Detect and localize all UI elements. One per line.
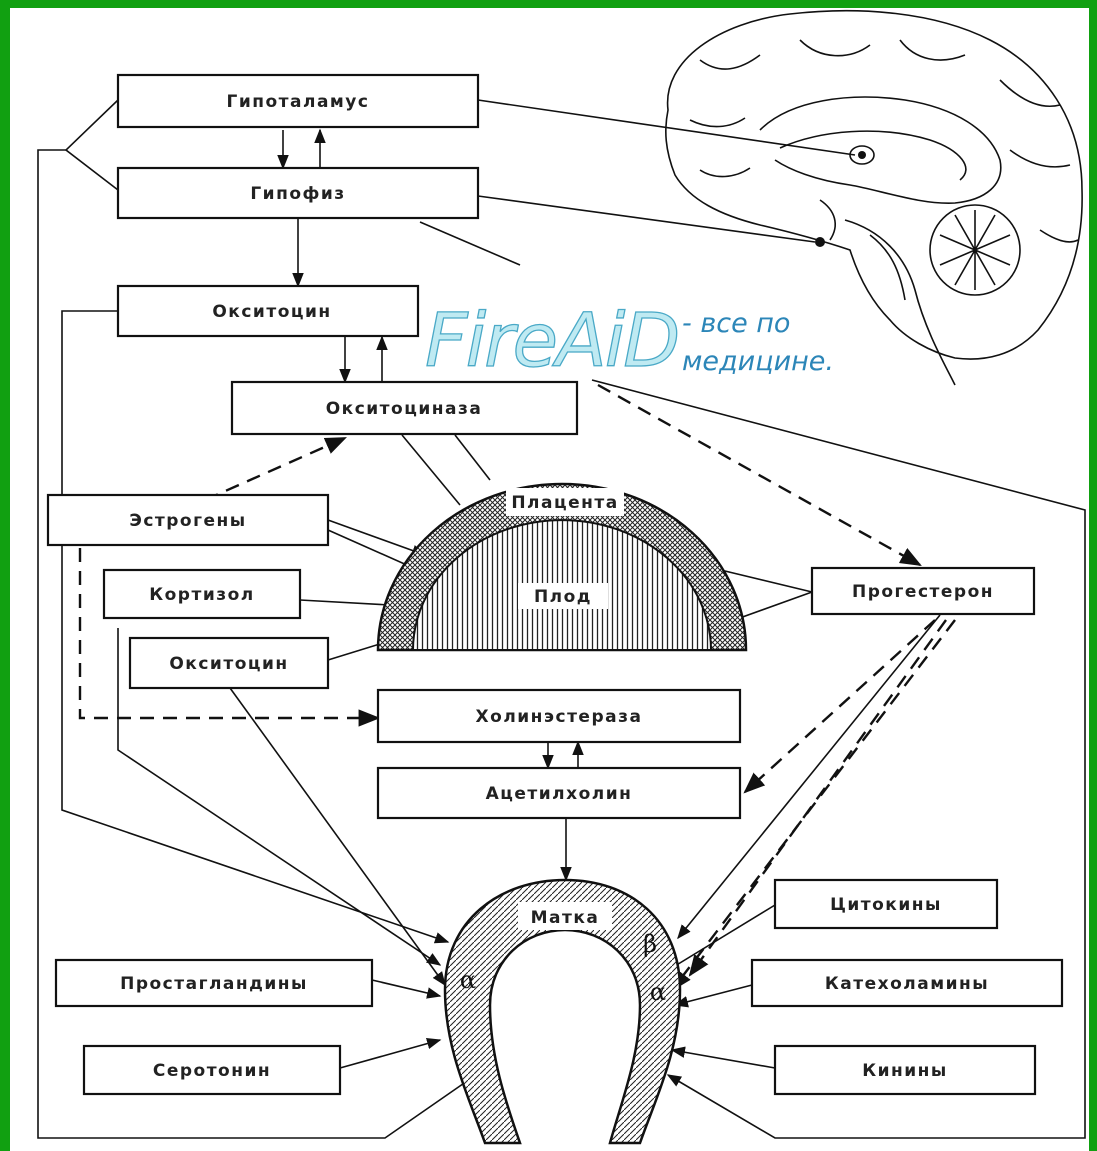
oxytocin-mid-label: Окситоцин xyxy=(169,654,288,674)
brain-illustration xyxy=(665,9,1083,386)
catecholamines-box xyxy=(750,958,1064,1008)
pituitary-box xyxy=(116,166,480,220)
hypothalamus-label: Гипоталамус xyxy=(227,92,370,112)
watermark-brand: FireAiD xyxy=(425,298,678,384)
watermark: FireAiD - все по медицине. xyxy=(424,297,834,384)
serotonin-box xyxy=(82,1044,342,1096)
beta-receptor-right: β xyxy=(643,930,657,958)
prostaglandins-label: Простагландины xyxy=(120,974,308,994)
fetus-label: Плод xyxy=(534,587,592,607)
uterus-illustration xyxy=(443,878,682,1145)
alpha-receptor-right: α xyxy=(650,978,666,1006)
alpha-receptor-left: α xyxy=(460,966,476,994)
acetylcholine-label: Ацетилхолин xyxy=(486,784,633,804)
hypothalamus-box xyxy=(116,73,480,129)
cholinesterase-label: Холинэстераза xyxy=(476,707,643,727)
uterine-regulation-diagram: FireAiD - все по медицине. xyxy=(37,9,1086,1145)
progesterone-box xyxy=(810,566,1036,616)
placenta-fetus-illustration xyxy=(376,482,748,652)
prostaglandins-box xyxy=(54,958,374,1008)
diagram-canvas: FireAiD - все по медицине. xyxy=(10,8,1089,1151)
watermark-tagline-2: медицине. xyxy=(682,346,834,377)
kinins-box xyxy=(773,1044,1037,1096)
uterus-label: Матка xyxy=(531,908,600,928)
oxytocinase-label: Окситоциназа xyxy=(326,399,483,419)
cortisol-box xyxy=(102,568,302,620)
cytokines-box xyxy=(773,878,999,930)
oxytocin-top-label: Окситоцин xyxy=(212,302,331,322)
estrogens-box xyxy=(46,493,330,547)
estrogens-label: Эстрогены xyxy=(129,511,246,531)
oxytocin-mid-box xyxy=(128,636,330,690)
cortisol-label: Кортизол xyxy=(149,585,255,605)
catecholamines-label: Катехоламины xyxy=(825,974,989,994)
kinins-label: Кинины xyxy=(862,1061,948,1081)
progesterone-label: Прогестерон xyxy=(852,582,994,602)
cytokines-label: Цитокины xyxy=(830,895,942,915)
diagram-labels: Гипоталамус Гипофиз Окситоцин Окситоцина… xyxy=(120,92,994,1081)
pituitary-label: Гипофиз xyxy=(250,184,345,204)
oxytocinase-box xyxy=(230,380,579,436)
acetylcholine-box xyxy=(376,766,742,820)
placenta-label: Плацента xyxy=(511,493,618,513)
diagram-boxes xyxy=(46,73,1064,1096)
cholinesterase-box xyxy=(376,688,742,744)
serotonin-label: Серотонин xyxy=(153,1061,271,1081)
watermark-tagline-1: - все по xyxy=(682,308,790,339)
dashed-connectors xyxy=(78,383,956,992)
connector-lines xyxy=(37,99,1086,1139)
oxytocin-top-box xyxy=(116,284,420,338)
